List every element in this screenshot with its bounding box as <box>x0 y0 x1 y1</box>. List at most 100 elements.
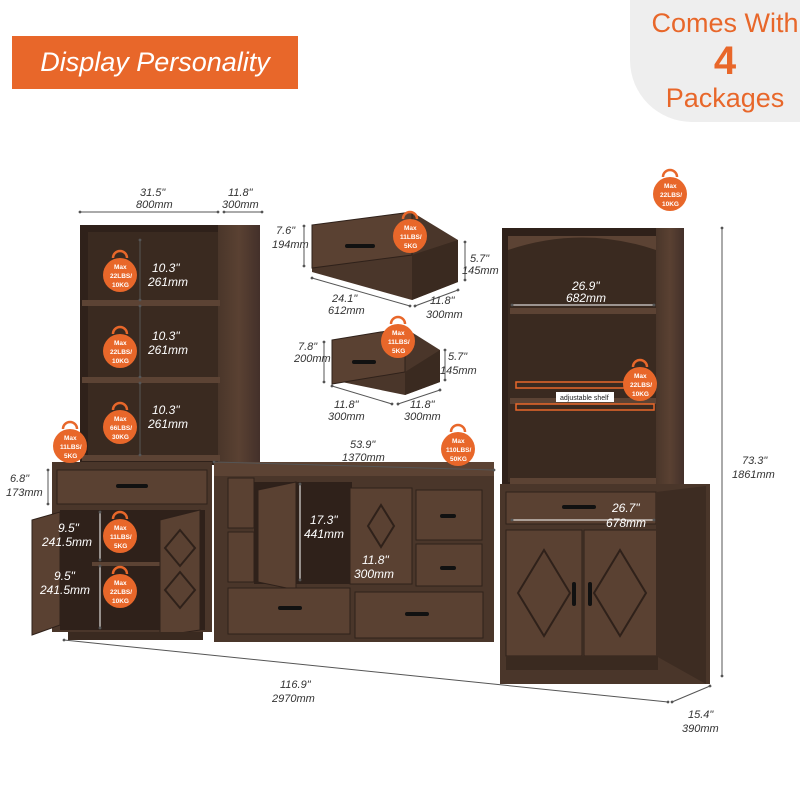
total-height-in: 73.3" <box>742 455 768 467</box>
corner-number: 4 <box>713 39 737 83</box>
weight-badges: Max 22LBS/ 10KG Max 22LBS/ 10KG Max 66LB… <box>53 168 687 608</box>
badge-max: Max <box>452 438 465 445</box>
total-width-mm: 2970mm <box>271 693 315 705</box>
left-depth-in: 11.8" <box>228 187 254 199</box>
badge-max: Max <box>634 373 647 380</box>
left-shelf2-in: 10.3" <box>152 329 180 343</box>
badge-max: Max <box>114 416 127 423</box>
left-cab-bot-in: 9.5" <box>54 569 76 583</box>
badge-line1: 11LBS/ <box>60 444 82 451</box>
badge-line2: 30KG <box>112 434 129 441</box>
left-drawer-in: 6.8" <box>10 473 30 485</box>
drawer2-width-in: 11.8" <box>334 399 360 411</box>
adjustable-shelf-label: adjustable shelf <box>560 395 609 402</box>
center-tv-stand <box>214 462 494 642</box>
badge-line2: 50KG <box>450 456 467 463</box>
badge-line1: 22LBS/ <box>660 192 682 199</box>
badge-line1: 11LBS/ <box>388 339 410 346</box>
corner-line2: Packages <box>665 83 785 113</box>
drawer1-depth2-in: 11.8" <box>430 295 456 307</box>
badge-max: Max <box>114 525 127 532</box>
badge-max: Max <box>664 183 677 190</box>
badge-line2: 5KG <box>392 348 405 355</box>
drawer2-depth-in: 5.7" <box>448 351 468 363</box>
drawer1-height-mm: 194mm <box>272 239 309 251</box>
center-depth-in: 11.8" <box>362 553 389 567</box>
badge-max: Max <box>114 580 127 587</box>
weight-badge-left-shelf3: Max 66LBS/ 30KG <box>103 401 137 444</box>
dimension-labels: 31.5" 800mm 11.8" 300mm 10.3" 261mm 10.3… <box>6 187 775 735</box>
weight-badge-drawer-large: Max 11LBS/ 5KG <box>393 210 427 253</box>
left-shelf1-in: 10.3" <box>152 261 180 275</box>
drawer1-depth2-mm: 300mm <box>426 309 463 321</box>
right-drawer-width-in: 26.7" <box>611 501 640 515</box>
right-drawer-width-mm: 678mm <box>606 516 646 530</box>
left-shelf3-in: 10.3" <box>152 403 180 417</box>
weight-badge-left-cabinet-bottom: Max 22LBS/ 10KG <box>103 565 137 608</box>
right-shelf-width-in: 26.9" <box>571 279 600 293</box>
drawer1-depth-in: 5.7" <box>470 253 490 265</box>
center-cab-height-mm: 441mm <box>304 527 344 541</box>
badge-line1: 22LBS/ <box>110 273 132 280</box>
drawer-large <box>311 211 458 300</box>
weight-badge-left-cabinet-top: Max 11LBS/ 5KG <box>103 510 137 553</box>
drawer2-depth2-in: 11.8" <box>410 399 436 411</box>
badge-max: Max <box>114 340 127 347</box>
dimension-lines <box>46 210 724 704</box>
left-cab-top-mm: 241.5mm <box>41 535 92 549</box>
left-width-mm: 800mm <box>136 199 173 211</box>
weight-badge-right-shelf: Max 22LBS/ 10KG <box>623 358 657 401</box>
badge-line1: 22LBS/ <box>630 382 652 389</box>
badge-max: Max <box>404 225 417 232</box>
packages-corner-badge: Comes With 4 Packages <box>630 0 800 122</box>
center-width-mm: 1370mm <box>342 452 385 464</box>
left-cab-top-in: 9.5" <box>58 521 80 535</box>
weight-badge-right-top: Max 22LBS/ 10KG <box>653 168 687 211</box>
drawer2-depth2-mm: 300mm <box>404 411 441 423</box>
display-personality-banner: Display Personality <box>12 36 298 89</box>
drawer1-depth-mm: 145mm <box>462 265 499 277</box>
left-depth-mm: 300mm <box>222 199 259 211</box>
total-width-in: 116.9" <box>280 679 312 691</box>
badge-line2: 10KG <box>112 358 129 365</box>
weight-badge-center-top: Max 110LBS/ 50KG <box>441 423 475 466</box>
right-bookcase <box>500 228 710 684</box>
badge-line2: 10KG <box>112 598 129 605</box>
center-width-in: 53.9" <box>350 439 376 451</box>
drawer2-depth-mm: 145mm <box>440 365 477 377</box>
drawer1-height-in: 7.6" <box>276 225 296 237</box>
left-width-in: 31.5" <box>140 187 166 199</box>
badge-line2: 5KG <box>64 453 77 460</box>
badge-line2: 5KG <box>114 543 127 550</box>
left-shelf3-mm: 261mm <box>147 417 188 431</box>
badge-line2: 10KG <box>662 201 679 208</box>
badge-line1: 11LBS/ <box>400 234 422 241</box>
center-depth-mm: 300mm <box>354 567 394 581</box>
badge-max: Max <box>392 330 405 337</box>
total-depth-mm: 390mm <box>682 723 719 735</box>
total-height-mm: 1861mm <box>732 469 775 481</box>
drawer2-width-mm: 300mm <box>328 411 365 423</box>
left-drawer-mm: 173mm <box>6 487 43 499</box>
badge-line2: 10KG <box>112 282 129 289</box>
badge-max: Max <box>64 435 77 442</box>
badge-line1: 22LBS/ <box>110 349 132 356</box>
badge-line1: 66LBS/ <box>110 425 132 432</box>
weight-badge-left-drawer: Max 11LBS/ 5KG <box>53 420 87 463</box>
center-cab-height-in: 17.3" <box>310 513 338 527</box>
badge-line2: 5KG <box>404 243 417 250</box>
left-cab-bot-mm: 241.5mm <box>39 583 90 597</box>
weight-badge-drawer-small: Max 11LBS/ 5KG <box>381 315 415 358</box>
weight-badge-left-shelf1: Max 22LBS/ 10KG <box>103 249 137 292</box>
drawer1-width-in: 24.1" <box>331 293 358 305</box>
left-shelf1-mm: 261mm <box>147 275 188 289</box>
badge-line1: 110LBS/ <box>446 447 471 454</box>
badge-max: Max <box>114 264 127 271</box>
drawer2-height-mm: 200mm <box>293 353 331 365</box>
badge-line2: 10KG <box>632 391 649 398</box>
right-shelf-width-mm: 682mm <box>566 291 606 305</box>
badge-line1: 11LBS/ <box>110 534 132 541</box>
weight-badge-left-shelf2: Max 22LBS/ 10KG <box>103 325 137 368</box>
corner-line1: Comes With <box>651 8 799 38</box>
